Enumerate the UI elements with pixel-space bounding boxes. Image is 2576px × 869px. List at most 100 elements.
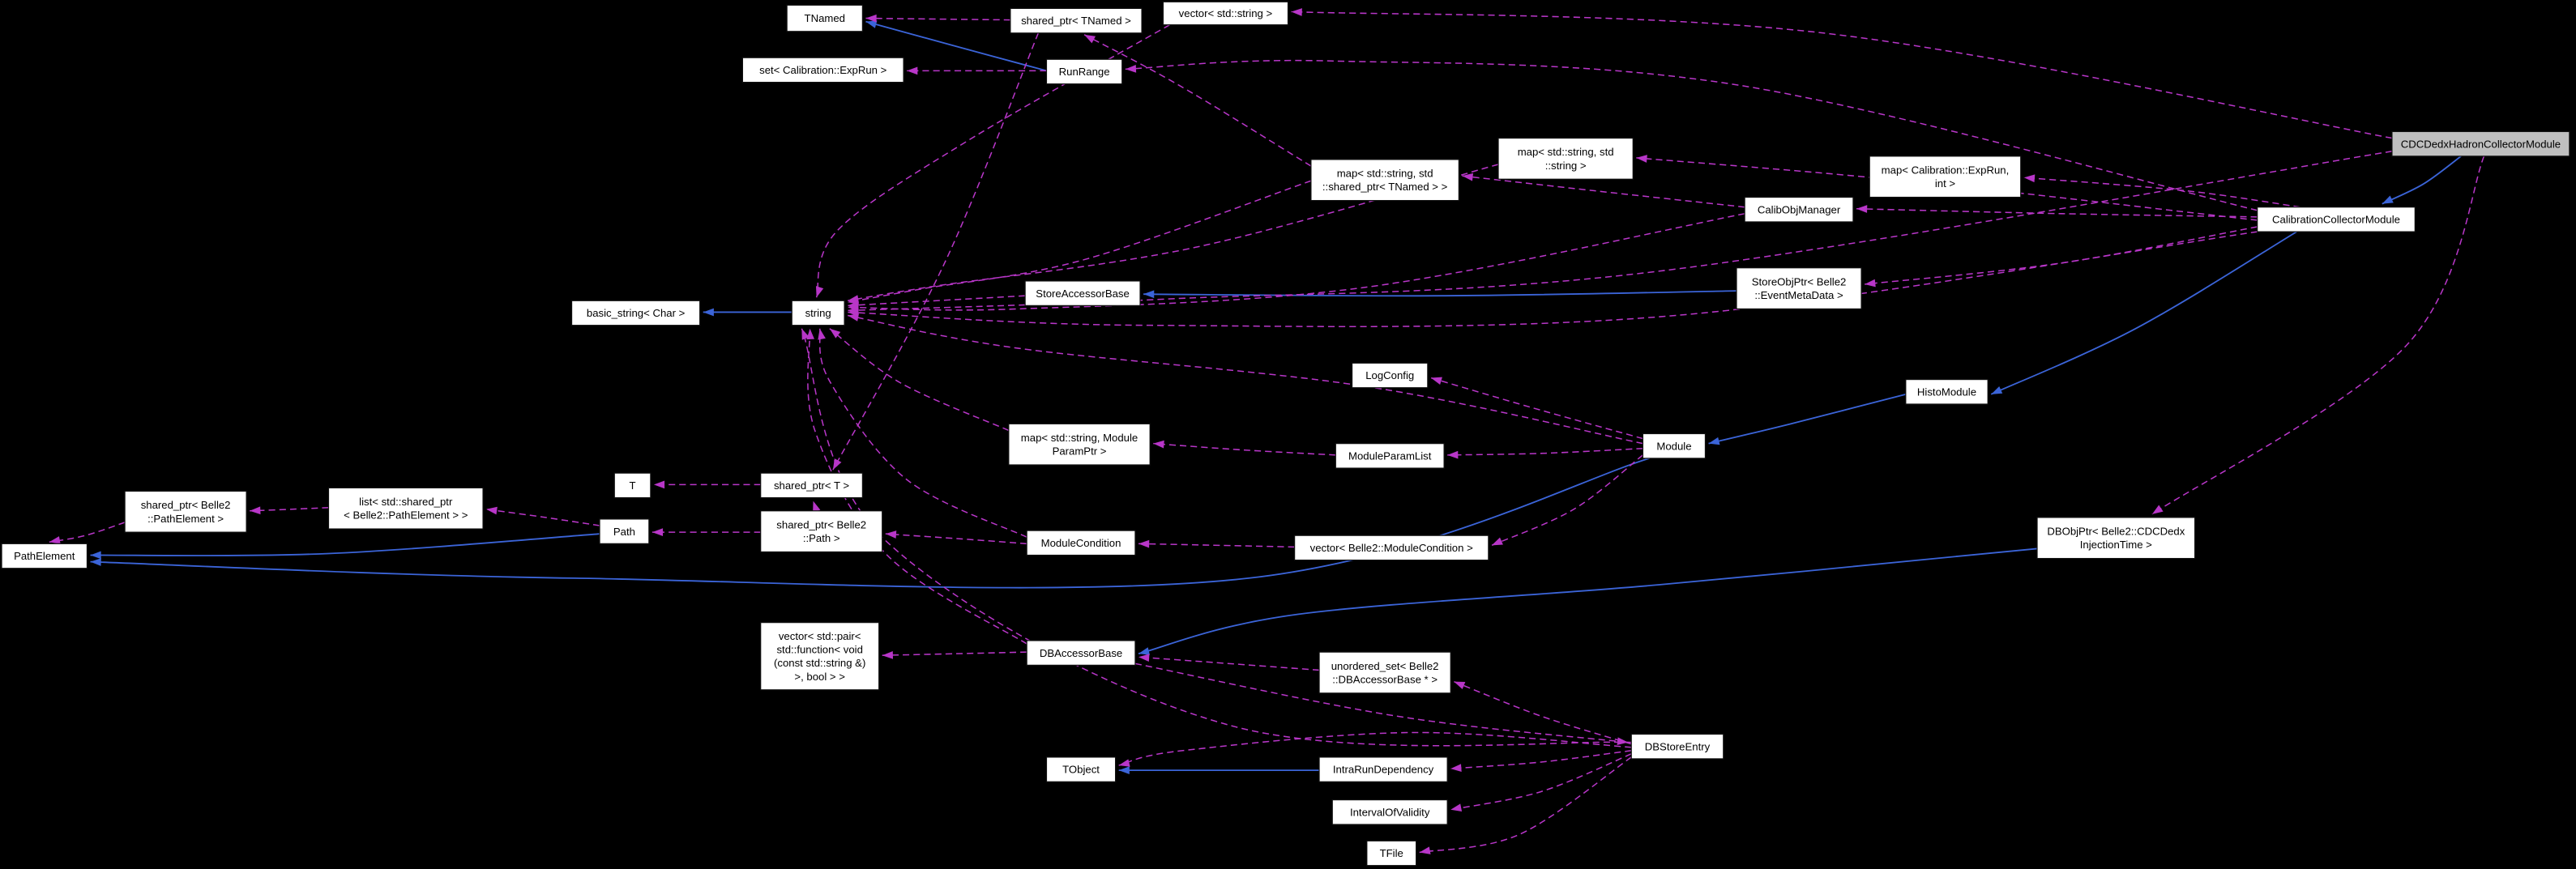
node-label-shared-ptr-t: shared_ptr< T > xyxy=(774,479,849,492)
arrowhead-cdcdedx-hadron-collector-module-vector-std-string xyxy=(1291,8,1302,16)
node-box-vector-pair-function xyxy=(760,622,880,691)
node-t[interactable]: T xyxy=(613,472,651,499)
arrowhead-list-shared-ptr-path-element-shared-ptr-path-element xyxy=(250,506,261,515)
node-vector-std-string[interactable]: vector< std::string > xyxy=(1162,1,1289,26)
node-shared-ptr-path-element[interactable]: shared_ptr< Belle2::PathElement > xyxy=(124,490,247,533)
edge-db-store-entry-interval-of-validity xyxy=(1450,753,1632,811)
node-label-module-param-list: ModuleParamList xyxy=(1348,450,1432,462)
node-vector-pair-function[interactable]: vector< std::pair<std::function< void(co… xyxy=(760,622,880,691)
arrowhead-map-string-module-param-ptr-string xyxy=(829,328,841,339)
node-store-accessor-base[interactable]: StoreAccessorBase xyxy=(1024,280,1141,306)
edge-calibobjmanager-map-string-shared-ptr-tnamed xyxy=(1462,175,1745,208)
node-path-element[interactable]: PathElement xyxy=(1,543,88,569)
node-calibobjmanager[interactable]: CalibObjManager xyxy=(1744,196,1854,223)
node-unordered-set-db-accessor-base[interactable]: unordered_set< Belle2::DBAccessorBase * … xyxy=(1318,651,1451,694)
node-interval-of-validity[interactable]: IntervalOfValidity xyxy=(1331,799,1448,825)
arrowhead-module-logconfig xyxy=(1430,377,1442,385)
edge-calibobjmanager-string xyxy=(848,213,1745,311)
node-module[interactable]: Module xyxy=(1642,432,1707,459)
node-box-calibration-collector-module xyxy=(2257,207,2416,232)
arrowhead-module-vector-module-condition xyxy=(1491,537,1503,546)
node-shared-ptr-path[interactable]: shared_ptr< Belle2::Path > xyxy=(760,510,883,553)
node-label-interval-of-validity: IntervalOfValidity xyxy=(1350,806,1430,818)
node-label-module-condition: ModuleCondition xyxy=(1041,537,1121,549)
node-histomodule[interactable]: HistoModule xyxy=(1905,378,1989,405)
node-module-condition[interactable]: ModuleCondition xyxy=(1026,530,1136,556)
node-label-calibobjmanager: CalibObjManager xyxy=(1758,203,1841,215)
node-map-calibration-exprun-int[interactable]: map< Calibration::ExpRun,int > xyxy=(1869,155,2022,198)
node-store-obj-ptr-event-meta-data[interactable]: StoreObjPtr< Belle2::EventMetaData > xyxy=(1736,267,1862,310)
node-basic-string-char[interactable]: basic_string< Char > xyxy=(570,300,701,326)
node-list-shared-ptr-path-element[interactable]: list< std::shared_ptr< Belle2::PathEleme… xyxy=(327,487,484,530)
arrowhead-calibration-collector-module-string xyxy=(848,309,859,317)
node-vector-module-condition[interactable]: vector< Belle2::ModuleCondition > xyxy=(1294,535,1489,561)
node-label-shared-ptr-path-element: shared_ptr< Belle2::PathElement > xyxy=(141,499,231,525)
node-tnamed[interactable]: TNamed xyxy=(786,4,864,32)
node-string[interactable]: string xyxy=(791,300,845,326)
arrowhead-runrange-tnamed xyxy=(865,20,878,28)
arrowhead-shared-ptr-tnamed-tnamed xyxy=(865,14,877,23)
node-map-string-shared-ptr-tnamed[interactable]: map< std::string, std::shared_ptr< TName… xyxy=(1310,159,1459,202)
arrowhead-path-list-shared-ptr-path-element xyxy=(486,506,498,515)
edge-calibration-collector-module-calibobjmanager xyxy=(1856,207,2258,218)
node-label-shared-ptr-tnamed: shared_ptr< TNamed > xyxy=(1021,15,1131,27)
edge-cdcdedx-hadron-collector-module-vector-std-string xyxy=(1291,11,2393,139)
node-label-basic-string-char: basic_string< Char > xyxy=(587,307,686,319)
arrowhead-calibration-collector-module-map-calibration-exprun-int xyxy=(2023,174,2036,183)
edge-vector-module-condition-module-condition xyxy=(1138,543,1295,548)
arrowhead-store-accessor-base-string xyxy=(848,300,859,309)
node-label-runrange: RunRange xyxy=(1059,66,1110,78)
node-tfile[interactable]: TFile xyxy=(1366,840,1417,867)
node-intra-run-dependency[interactable]: IntraRunDependency xyxy=(1318,756,1448,782)
edge-db-accessor-base-vector-pair-function xyxy=(882,651,1027,656)
arrowhead-db-store-entry-tfile xyxy=(1419,846,1431,854)
arrowhead-module-condition-shared-ptr-path xyxy=(885,530,897,539)
edge-store-obj-ptr-event-meta-data-store-accessor-base xyxy=(1143,290,1737,297)
node-label-store-obj-ptr-event-meta-data: StoreObjPtr< Belle2::EventMetaData > xyxy=(1752,275,1847,301)
node-box-map-calibration-exprun-int xyxy=(1869,155,2022,198)
node-label-vector-std-string: vector< std::string > xyxy=(1179,7,1273,19)
node-logconfig[interactable]: LogConfig xyxy=(1351,362,1429,389)
node-label-intra-run-dependency: IntraRunDependency xyxy=(1333,764,1434,776)
node-set-calibration-exprun[interactable]: set< Calibration::ExpRun > xyxy=(741,57,904,83)
node-runrange[interactable]: RunRange xyxy=(1045,58,1123,85)
arrowhead-module-param-list-map-string-module-param-ptr xyxy=(1153,440,1164,449)
node-cdcdedx-hadron-collector-module[interactable]: CDCDedxHadronCollectorModule xyxy=(2391,130,2570,157)
node-db-accessor-base[interactable]: DBAccessorBase xyxy=(1026,640,1136,666)
arrowhead-calibration-collector-module-store-obj-ptr-event-meta-data xyxy=(1865,279,1876,288)
node-label-path: Path xyxy=(613,526,635,538)
arrowhead-db-store-entry-interval-of-validity xyxy=(1450,803,1463,811)
node-tobject[interactable]: TObject xyxy=(1045,756,1117,782)
node-map-string-string[interactable]: map< std::string, std::string > xyxy=(1497,137,1634,180)
node-calibration-collector-module[interactable]: CalibrationCollectorModule xyxy=(2257,207,2416,232)
node-module-param-list[interactable]: ModuleParamList xyxy=(1335,443,1445,469)
edge-runrange-tnamed xyxy=(865,20,1047,72)
edge-db-accessor-base-db-store-entry xyxy=(1134,662,1629,743)
arrowhead-module-condition-string xyxy=(818,328,826,340)
node-box-module xyxy=(1642,432,1707,459)
edge-module-string xyxy=(848,314,1643,445)
node-shared-ptr-t[interactable]: shared_ptr< T > xyxy=(760,472,864,499)
edge-module-logconfig xyxy=(1430,377,1643,440)
node-shared-ptr-tnamed[interactable]: shared_ptr< TNamed > xyxy=(1010,7,1143,34)
edge-module-vector-module-condition xyxy=(1491,454,1643,547)
arrowhead-path-path-element xyxy=(90,551,101,560)
node-db-store-entry[interactable]: DBStoreEntry xyxy=(1630,733,1724,760)
node-box-cdcdedx-hadron-collector-module xyxy=(2391,130,2570,157)
node-path[interactable]: Path xyxy=(599,518,650,544)
arrowhead-calibration-collector-module-runrange xyxy=(1125,65,1137,73)
edge-db-store-entry-tobject xyxy=(1118,731,1632,766)
edge-map-string-shared-ptr-tnamed-shared-ptr-tnamed xyxy=(1083,34,1312,167)
arrowhead-shared-ptr-tnamed-shared-ptr-t xyxy=(832,458,842,471)
edge-module-condition-shared-ptr-path xyxy=(885,533,1027,545)
node-box-dbobjptr-injection-time xyxy=(2036,517,2196,560)
edge-module-module-param-list xyxy=(1447,447,1643,456)
node-box-module-condition xyxy=(1026,530,1136,556)
node-box-runrange xyxy=(1045,58,1123,85)
edge-db-accessor-base-string xyxy=(807,328,1027,645)
